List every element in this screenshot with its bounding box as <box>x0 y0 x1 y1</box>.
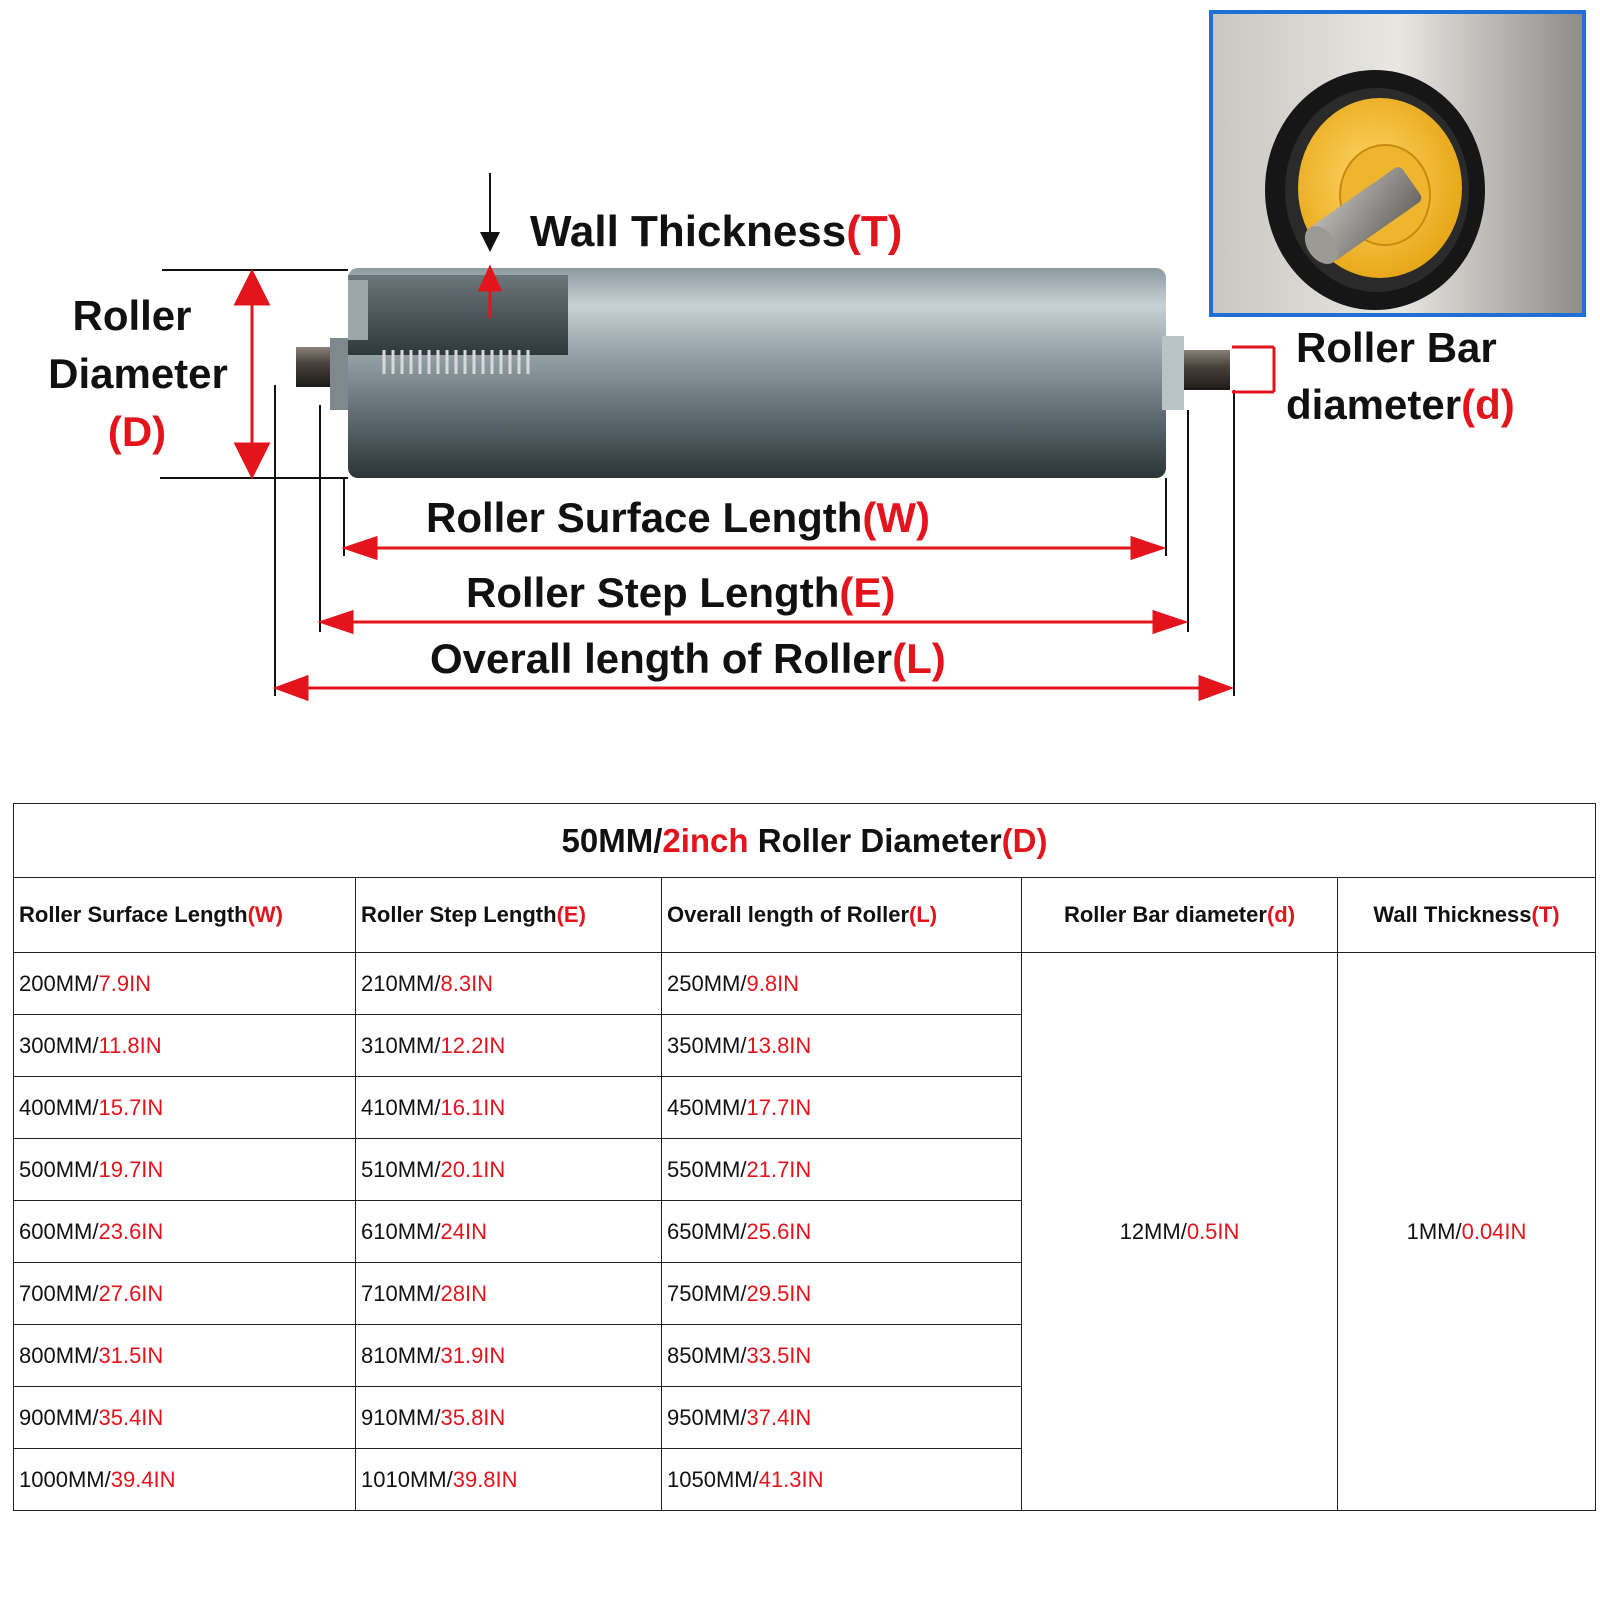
table-row: 400MM/15.7IN 410MM/16.1IN 450MM/17.7IN <box>13 1076 1596 1139</box>
roller-spring <box>382 350 530 374</box>
header-step-length: Roller Step Length(E) <box>355 877 662 953</box>
cell-step-length: 210MM/8.3IN <box>355 952 662 1015</box>
cell-step-length: 510MM/20.1IN <box>355 1138 662 1201</box>
roller-diameter-label-line2: Diameter <box>48 350 228 397</box>
header-overall-length: Overall length of Roller(L) <box>661 877 1022 953</box>
table-row: 900MM/35.4IN 910MM/35.8IN 950MM/37.4IN <box>13 1386 1596 1449</box>
cell-overall-length: 1050MM/41.3IN <box>661 1448 1022 1511</box>
cell-surface-length: 200MM/7.9IN <box>13 952 356 1015</box>
cell-step-length: 1010MM/39.8IN <box>355 1448 662 1511</box>
cell-step-length: 810MM/31.9IN <box>355 1324 662 1387</box>
step-length-label: Roller Step Length(E) <box>466 569 895 616</box>
cell-surface-length: 400MM/15.7IN <box>13 1076 356 1139</box>
table-row: 1000MM/39.4IN 1010MM/39.8IN 1050MM/41.3I… <box>13 1448 1596 1511</box>
cell-overall-length: 450MM/17.7IN <box>661 1076 1022 1139</box>
cell-overall-length: 350MM/13.8IN <box>661 1014 1022 1077</box>
roller-shaft-right <box>1184 350 1230 390</box>
roller-body <box>296 268 1230 478</box>
overall-length-label: Overall length of Roller(L) <box>430 635 946 682</box>
wall-thickness-label: Wall Thickness(T) <box>530 207 902 256</box>
cell-bar-diameter: 12MM/0.5IN <box>1021 952 1338 1511</box>
roller-end-photo <box>1209 10 1586 317</box>
cell-step-length: 610MM/24IN <box>355 1200 662 1263</box>
roller-bar-label-line2: diameter(d) <box>1286 381 1515 428</box>
cell-surface-length: 800MM/31.5IN <box>13 1324 356 1387</box>
dimension-guides <box>160 173 1235 696</box>
roller-dimension-diagram: Wall Thickness(T) Roller Diameter (D) Ro… <box>48 10 1586 702</box>
cell-step-length: 410MM/16.1IN <box>355 1076 662 1139</box>
roller-bar-label-line1: Roller Bar <box>1296 324 1497 371</box>
table-row: 200MM/7.9IN 210MM/8.3IN 250MM/9.8IN 12MM… <box>13 952 1597 1511</box>
cell-wall-thickness: 1MM/0.04IN <box>1336 952 1597 1511</box>
cell-overall-length: 650MM/25.6IN <box>661 1200 1022 1263</box>
roller-diameter-code: (D) <box>108 408 166 455</box>
dimension-arrows <box>233 264 1276 702</box>
roller-diameter-label-line1: Roller <box>72 292 191 339</box>
cell-surface-length: 900MM/35.4IN <box>13 1386 356 1449</box>
table-row: 700MM/27.6IN 710MM/28IN 750MM/29.5IN <box>13 1262 1596 1325</box>
table-row: 500MM/19.7IN 510MM/20.1IN 550MM/21.7IN <box>13 1138 1596 1201</box>
spec-table: 50MM/2inch Roller Diameter(D) Roller Sur… <box>12 803 1597 1511</box>
cell-overall-length: 750MM/29.5IN <box>661 1262 1022 1325</box>
cell-overall-length: 850MM/33.5IN <box>661 1324 1022 1387</box>
cell-surface-length: 300MM/11.8IN <box>13 1014 356 1077</box>
cell-step-length: 910MM/35.8IN <box>355 1386 662 1449</box>
cell-step-length: 710MM/28IN <box>355 1262 662 1325</box>
cell-surface-length: 700MM/27.6IN <box>13 1262 356 1325</box>
cell-overall-length: 550MM/21.7IN <box>661 1138 1022 1201</box>
table-title: 50MM/2inch Roller Diameter(D) <box>12 803 1597 878</box>
header-wall-thickness: Wall Thickness(T) <box>1336 877 1597 953</box>
cell-surface-length: 1000MM/39.4IN <box>13 1448 356 1511</box>
header-surface-length: Roller Surface Length(W) <box>13 877 356 953</box>
table-row: 600MM/23.6IN 610MM/24IN 650MM/25.6IN <box>13 1200 1596 1263</box>
cell-step-length: 310MM/12.2IN <box>355 1014 662 1077</box>
cell-overall-length: 250MM/9.8IN <box>661 952 1022 1015</box>
surface-length-label: Roller Surface Length(W) <box>426 494 930 541</box>
cell-surface-length: 600MM/23.6IN <box>13 1200 356 1263</box>
cell-overall-length: 950MM/37.4IN <box>661 1386 1022 1449</box>
table-row: 300MM/11.8IN 310MM/12.2IN 350MM/13.8IN <box>13 1014 1596 1077</box>
header-bar-diameter: Roller Bar diameter(d) <box>1021 877 1338 953</box>
wall-arrow-head <box>480 232 500 252</box>
cell-surface-length: 500MM/19.7IN <box>13 1138 356 1201</box>
